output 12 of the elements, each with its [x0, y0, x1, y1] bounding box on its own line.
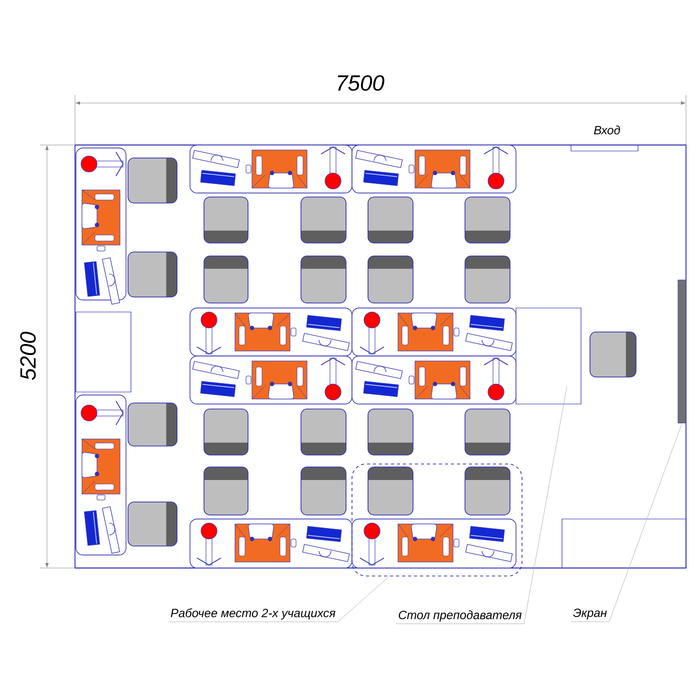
dimension-label: 5200 — [20, 332, 36, 380]
leader-line — [396, 386, 568, 624]
leader-line — [570, 423, 682, 622]
dashed-outline — [352, 464, 522, 576]
callout-label: Экран — [573, 608, 607, 620]
dimension-label: 7500 — [338, 75, 384, 91]
callout-label: Стол преподавателя — [398, 610, 522, 622]
text-label: Вход — [594, 126, 620, 134]
callout-label: Рабочее место 2-х учащихся — [170, 608, 336, 620]
teacher-table — [516, 308, 582, 404]
leader-line — [168, 576, 390, 622]
screen — [678, 280, 686, 424]
